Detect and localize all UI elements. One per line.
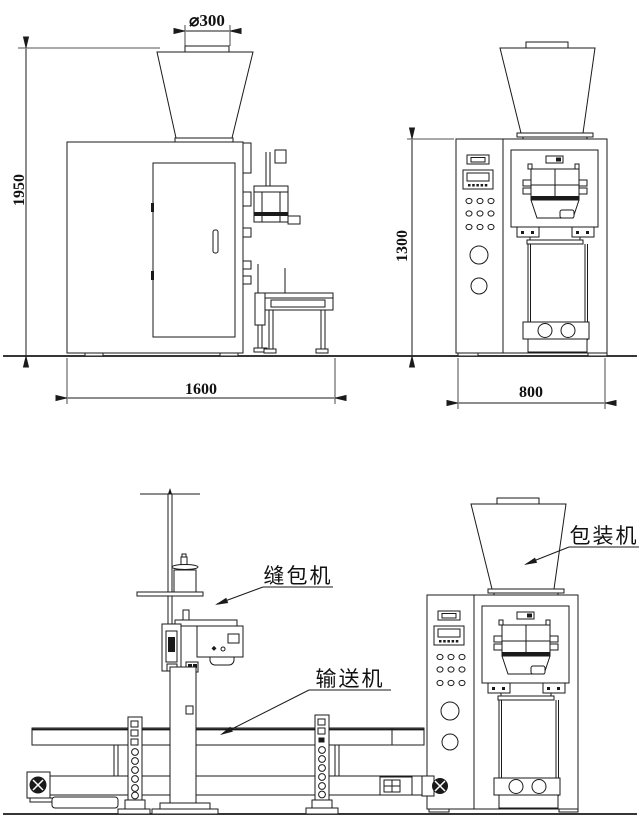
conveyor bbox=[26, 714, 448, 815]
label-text-conveyor: 输送机 bbox=[316, 667, 385, 691]
conveyor-post-right bbox=[305, 714, 339, 815]
dim-text-body-width: 800 bbox=[519, 384, 543, 401]
dim-overall-width: 1600 bbox=[55, 358, 347, 404]
dim-overall-height: 1950 bbox=[11, 36, 160, 368]
dim-text-hopper-diameter: ⌀300 bbox=[189, 11, 225, 30]
dim-text-overall-width: 1600 bbox=[185, 381, 217, 398]
packaging-machine-layout bbox=[426, 497, 579, 813]
door-handle bbox=[212, 229, 219, 254]
label-conveyor: 输送机 bbox=[220, 667, 391, 735]
dim-hopper-diameter: ⌀300 bbox=[173, 11, 242, 46]
sewing-machine bbox=[136, 488, 244, 815]
hopper-side bbox=[156, 45, 254, 144]
cabinet-door bbox=[152, 162, 236, 338]
conveyor-motor-right bbox=[421, 775, 448, 797]
conveyor-motor-left bbox=[26, 771, 119, 809]
bag-clamp-mechanism bbox=[253, 149, 301, 293]
layout-view: 缝包机 输送机 包装机 bbox=[26, 488, 639, 815]
side-view: ⌀300 1950 1600 bbox=[11, 11, 347, 404]
label-packaging-machine: 包装机 bbox=[524, 524, 639, 565]
packaging-machine-front bbox=[455, 41, 608, 357]
label-sewing-machine: 缝包机 bbox=[215, 564, 333, 605]
label-text-packaging-machine: 包装机 bbox=[570, 524, 639, 548]
cabinet bbox=[66, 141, 252, 357]
dim-text-body-height: 1300 bbox=[394, 230, 411, 262]
sewing-head-body bbox=[196, 625, 244, 658]
dim-body-height: 1300 bbox=[394, 127, 454, 368]
label-text-sewing-machine: 缝包机 bbox=[264, 564, 333, 588]
conveyor-post-left bbox=[117, 716, 151, 815]
front-view: 1300 800 bbox=[394, 41, 617, 409]
dim-body-width: 800 bbox=[446, 358, 617, 409]
dim-text-overall-height: 1950 bbox=[11, 174, 28, 206]
bag-support-bench bbox=[253, 292, 334, 354]
